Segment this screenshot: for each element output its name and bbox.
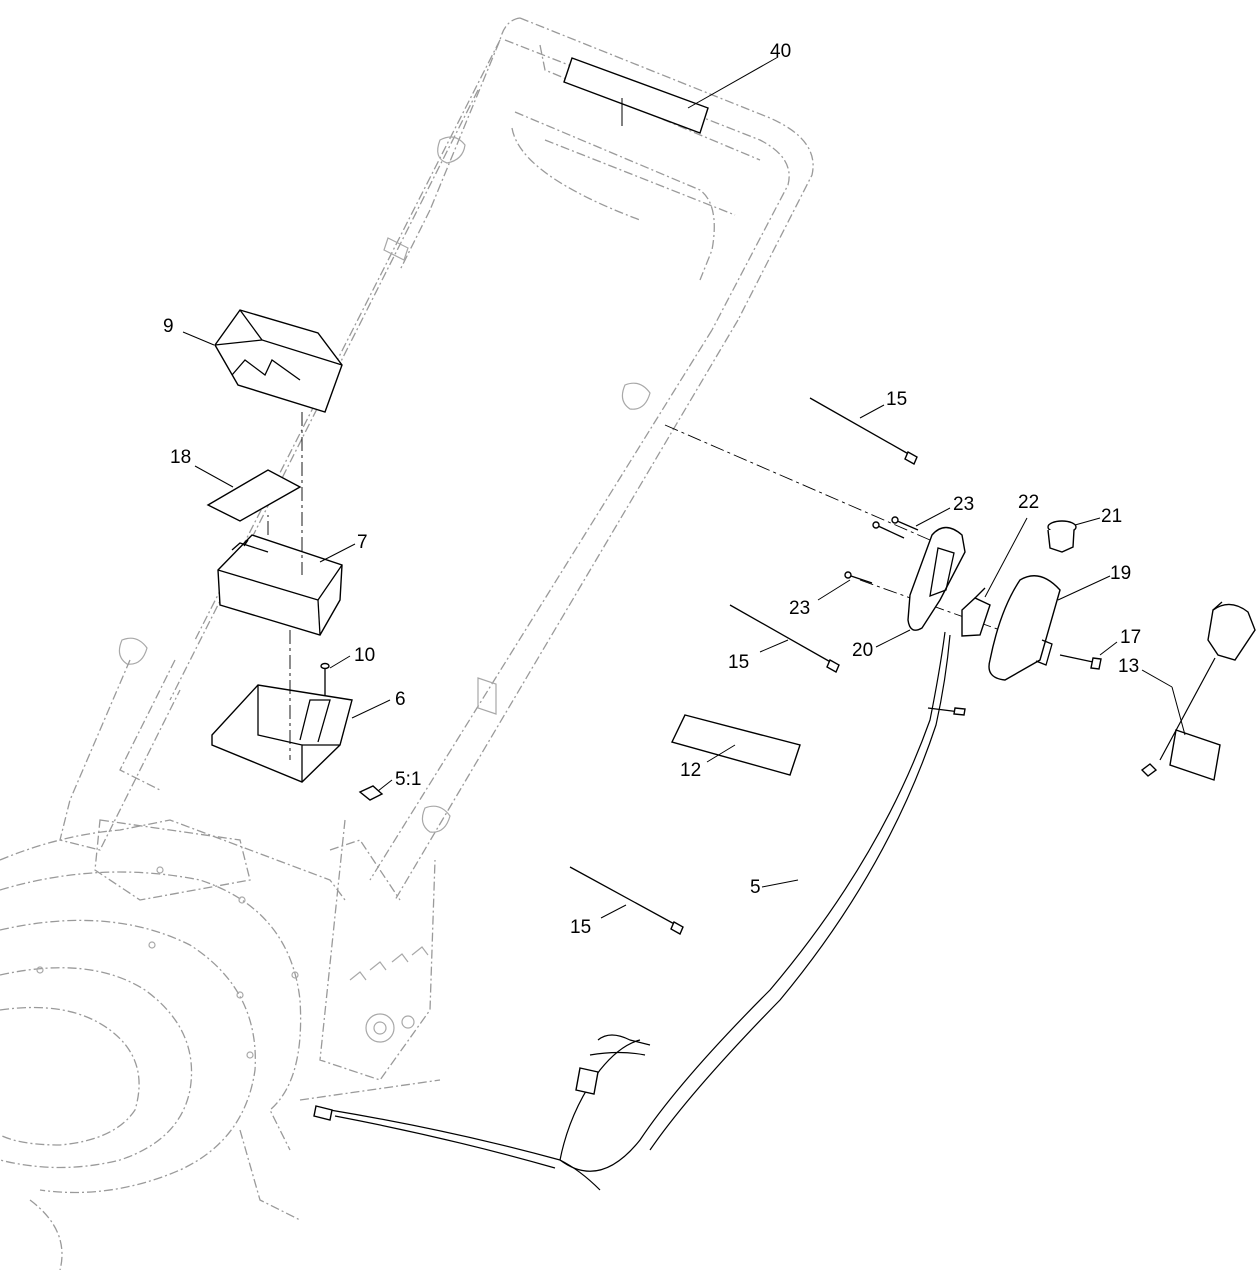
callout-23-upper: 23 bbox=[953, 494, 974, 515]
bolt-17 bbox=[1059, 654, 1102, 670]
battery-cover-9 bbox=[214, 309, 343, 413]
callout-12: 12 bbox=[680, 760, 701, 781]
callout-13: 13 bbox=[1118, 656, 1139, 677]
leaders bbox=[182, 56, 1186, 919]
switch-22 bbox=[961, 587, 991, 637]
mower-handle-ghost bbox=[59, 17, 814, 1081]
callout-15-middle: 15 bbox=[728, 652, 749, 673]
screw-23-upper bbox=[872, 516, 919, 539]
callout-15-upper: 15 bbox=[886, 389, 907, 410]
callout-22: 22 bbox=[1018, 492, 1039, 513]
battery-7 bbox=[217, 534, 343, 636]
wire-harness-5 bbox=[313, 631, 966, 1191]
callout-21: 21 bbox=[1101, 506, 1122, 527]
callout-5-1: 5:1 bbox=[395, 769, 421, 790]
charger-13 bbox=[1140, 601, 1256, 781]
callout-6: 6 bbox=[395, 689, 406, 710]
callout-23-lower: 23 bbox=[789, 598, 810, 619]
key-21 bbox=[1047, 520, 1077, 553]
callout-20: 20 bbox=[852, 640, 873, 661]
callout-5: 5 bbox=[750, 877, 761, 898]
battery-tray-6 bbox=[211, 684, 353, 783]
callout-10: 10 bbox=[354, 645, 375, 666]
assembly-centerlines bbox=[267, 412, 1001, 760]
callout-15-lower: 15 bbox=[570, 917, 591, 938]
screw-23-lower bbox=[844, 571, 873, 584]
mower-deck-ghost bbox=[0, 819, 441, 1270]
callout-40: 40 bbox=[770, 41, 791, 62]
decal-40 bbox=[563, 57, 709, 134]
cable-tie-15-lower bbox=[569, 866, 684, 935]
callout-7: 7 bbox=[357, 532, 368, 553]
callout-19: 19 bbox=[1110, 563, 1131, 584]
callout-labels: 40 9 18 7 10 6 5:1 15 15 15 23 23 22 21 … bbox=[163, 41, 1141, 938]
connector-5-1 bbox=[358, 785, 384, 801]
cover-19 bbox=[988, 575, 1061, 681]
callout-18: 18 bbox=[170, 447, 191, 468]
decal-12 bbox=[671, 714, 801, 776]
cable-tie-15-middle bbox=[729, 604, 840, 673]
callout-9: 9 bbox=[163, 316, 174, 337]
switch-housing-20 bbox=[907, 526, 966, 631]
callout-17: 17 bbox=[1120, 627, 1141, 648]
label-18 bbox=[206, 469, 302, 522]
cable-tie-15-upper bbox=[809, 397, 918, 465]
